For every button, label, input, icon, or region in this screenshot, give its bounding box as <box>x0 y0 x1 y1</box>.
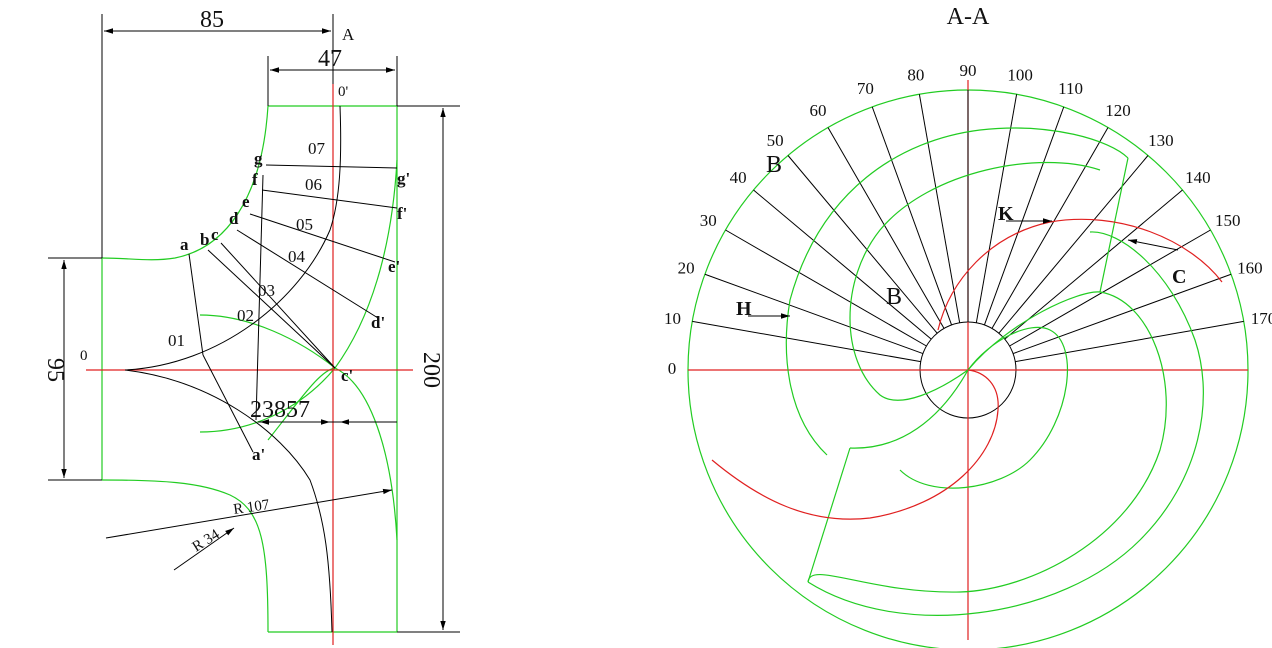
dim-inner-label: 47 <box>318 46 342 72</box>
radial-line-120 <box>991 127 1109 329</box>
point-label-d-prime: d' <box>371 313 385 332</box>
radial-line-60 <box>827 127 945 329</box>
point-label-a-prime: a' <box>252 445 265 464</box>
section-view-title: A-A <box>947 4 990 30</box>
section-label-02: 02 <box>237 306 254 325</box>
letter-B-mid: B <box>886 284 902 310</box>
radial-line-20 <box>704 273 924 355</box>
dim-right-vertical-label: 200 <box>418 352 444 388</box>
arrow-C <box>1127 239 1179 251</box>
angle-label-0: 0 <box>668 359 677 378</box>
radius-small-label: R 34 <box>190 526 223 555</box>
radius-large-label: R 107 <box>232 497 271 518</box>
volute-contours <box>785 127 1204 616</box>
section-label-01: 01 <box>168 331 185 350</box>
radial-line-10 <box>692 320 921 363</box>
angle-label-70: 70 <box>857 79 874 98</box>
section-label-07: 07 <box>308 139 326 158</box>
angle-label-60: 60 <box>810 101 827 120</box>
angle-label-170: 170 <box>1251 309 1272 328</box>
radial-line-30 <box>725 229 927 347</box>
point-label-b: b <box>200 230 209 249</box>
point-label-c: c <box>211 225 219 244</box>
angle-label-160: 160 <box>1237 258 1263 277</box>
point-label-a: a <box>180 235 189 254</box>
left-meridional-view: 85 47 A 0' 0 95 200 23857 R 107 R 34 a b… <box>42 7 460 645</box>
radial-line-110 <box>983 106 1065 326</box>
angle-label-120: 120 <box>1105 101 1131 120</box>
radial-line-170 <box>1015 320 1244 363</box>
section-label-05: 05 <box>296 215 313 234</box>
point-label-g-prime: g' <box>397 169 410 188</box>
angle-label-10: 10 <box>664 309 681 328</box>
angle-label-90: 90 <box>960 61 977 80</box>
angle-label-30: 30 <box>700 211 717 230</box>
section-label-03: 03 <box>258 281 275 300</box>
radial-line-70 <box>871 106 953 326</box>
angle-label-130: 130 <box>1148 131 1174 150</box>
radial-line-130 <box>998 155 1149 334</box>
right-plan-view: A-A 0 10 20 30 40 50 60 70 80 90 100 110 120 130 140 15… <box>664 4 1272 648</box>
radial-line-100 <box>975 94 1018 323</box>
letter-B-top: B <box>766 152 782 178</box>
angle-labels: 0 10 20 30 40 50 60 70 80 90 100 110 120 130 140 150 160… <box>664 61 1272 378</box>
point-label-d: d <box>229 209 239 228</box>
angle-label-140: 140 <box>1185 168 1211 187</box>
angle-label-100: 100 <box>1007 66 1033 85</box>
section-label-04: 04 <box>288 247 306 266</box>
radial-line-150 <box>1009 229 1211 347</box>
radial-line-140 <box>1004 189 1183 340</box>
radial-line-50 <box>787 155 938 334</box>
angle-label-50: 50 <box>767 131 784 150</box>
dim-left-vertical-label: 95 <box>42 358 68 382</box>
angle-label-150: 150 <box>1215 211 1241 230</box>
angle-label-20: 20 <box>678 258 695 277</box>
section-label-06: 06 <box>305 175 322 194</box>
angle-label-80: 80 <box>907 66 924 85</box>
point-label-f-prime: f' <box>397 204 407 223</box>
radial-line-160 <box>1012 273 1232 355</box>
point-label-e-prime: e' <box>388 257 400 276</box>
point-label-e: e <box>242 192 250 211</box>
point-label-c-prime: c' <box>341 366 353 385</box>
angle-label-110: 110 <box>1058 79 1083 98</box>
top-origin-label: 0' <box>338 84 349 100</box>
left-centerlines <box>86 84 413 645</box>
angle-label-40: 40 <box>730 168 747 187</box>
left-dimensions <box>48 14 460 633</box>
left-origin-label: 0 <box>80 348 88 364</box>
radial-line-40 <box>753 189 932 340</box>
section-mark-label: A <box>342 25 355 44</box>
radial-line-80 <box>918 94 961 323</box>
letter-K: K <box>998 203 1014 225</box>
letter-C: C <box>1172 266 1186 288</box>
left-construction-lines <box>105 105 398 633</box>
point-label-g: g <box>254 149 263 168</box>
dim-small-label: 23857 <box>250 397 310 423</box>
point-label-f: f <box>252 170 258 189</box>
dim-top-label: 85 <box>200 7 224 33</box>
left-section-labels: 01 02 03 04 05 06 07 <box>168 139 326 350</box>
red-spiral-curves <box>711 218 1223 520</box>
left-point-labels: a b c d e f g a' c' d' e' f' g' <box>180 149 410 464</box>
radial-lines <box>692 90 1244 363</box>
letter-H: H <box>736 298 752 320</box>
